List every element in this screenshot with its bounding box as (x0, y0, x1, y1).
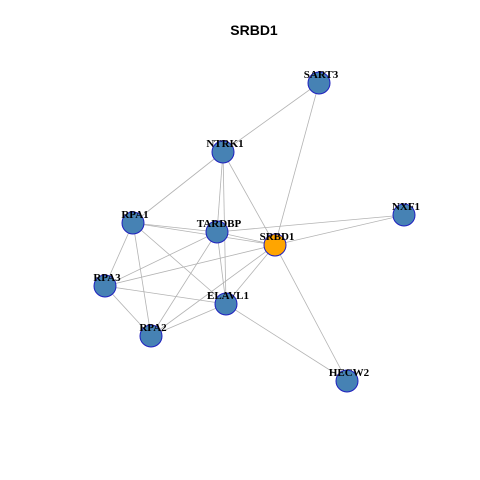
edge-ntrk1-tardbp (216, 151, 224, 233)
edge-rpa1-srbd1 (132, 222, 276, 246)
edge-tardbp-rpa3 (104, 231, 218, 287)
node-ntrk1 (211, 140, 235, 164)
node-hecw2 (335, 369, 359, 393)
node-label-nxf1: NXF1 (392, 201, 420, 213)
edge-sart3-srbd1 (274, 82, 320, 246)
node-label-srbd1: SRBD1 (260, 231, 295, 243)
edge-rpa1-elavl1 (132, 222, 227, 305)
node-label-ntrk1: NTRK1 (206, 138, 243, 150)
node-nxf1 (392, 203, 416, 227)
node-rpa1 (121, 211, 145, 235)
node-rpa2 (139, 324, 163, 348)
node-tardbp (205, 220, 229, 244)
edge-ntrk1-srbd1 (222, 151, 276, 246)
node-label-rpa2: RPA2 (139, 322, 167, 334)
edge-srbd1-rpa3 (104, 244, 276, 287)
edge-tardbp-rpa2 (150, 231, 218, 337)
graph-title: SRBD1 (230, 22, 278, 38)
edge-tardbp-elavl1 (216, 231, 227, 305)
edge-nxf1-tardbp (216, 214, 405, 233)
node-rpa3 (93, 274, 117, 298)
node-label-elavl1: ELAVL1 (207, 290, 249, 302)
node-label-tardbp: TARDBP (197, 218, 242, 230)
edge-sart3-ntrk1 (222, 82, 320, 153)
node-srbd1 (263, 233, 287, 257)
node-elavl1 (214, 292, 238, 316)
edge-srbd1-rpa2 (150, 244, 276, 337)
edge-srbd1-hecw2 (274, 244, 348, 382)
edge-elavl1-rpa2 (150, 303, 227, 337)
node-sart3 (307, 71, 331, 95)
node-label-rpa3: RPA3 (93, 272, 121, 284)
node-label-rpa1: RPA1 (121, 209, 148, 221)
node-label-hecw2: HECW2 (329, 367, 370, 379)
edge-ntrk1-rpa1 (132, 151, 224, 224)
node-label-sart3: SART3 (304, 69, 339, 81)
edge-elavl1-hecw2 (225, 303, 348, 382)
edge-rpa1-tardbp (132, 222, 218, 233)
edge-nxf1-srbd1 (274, 214, 405, 246)
edge-srbd1-elavl1 (225, 244, 276, 305)
edge-rpa3-elavl1 (104, 285, 227, 305)
nodes-layer (93, 71, 416, 393)
edge-rpa1-rpa2 (132, 222, 152, 337)
